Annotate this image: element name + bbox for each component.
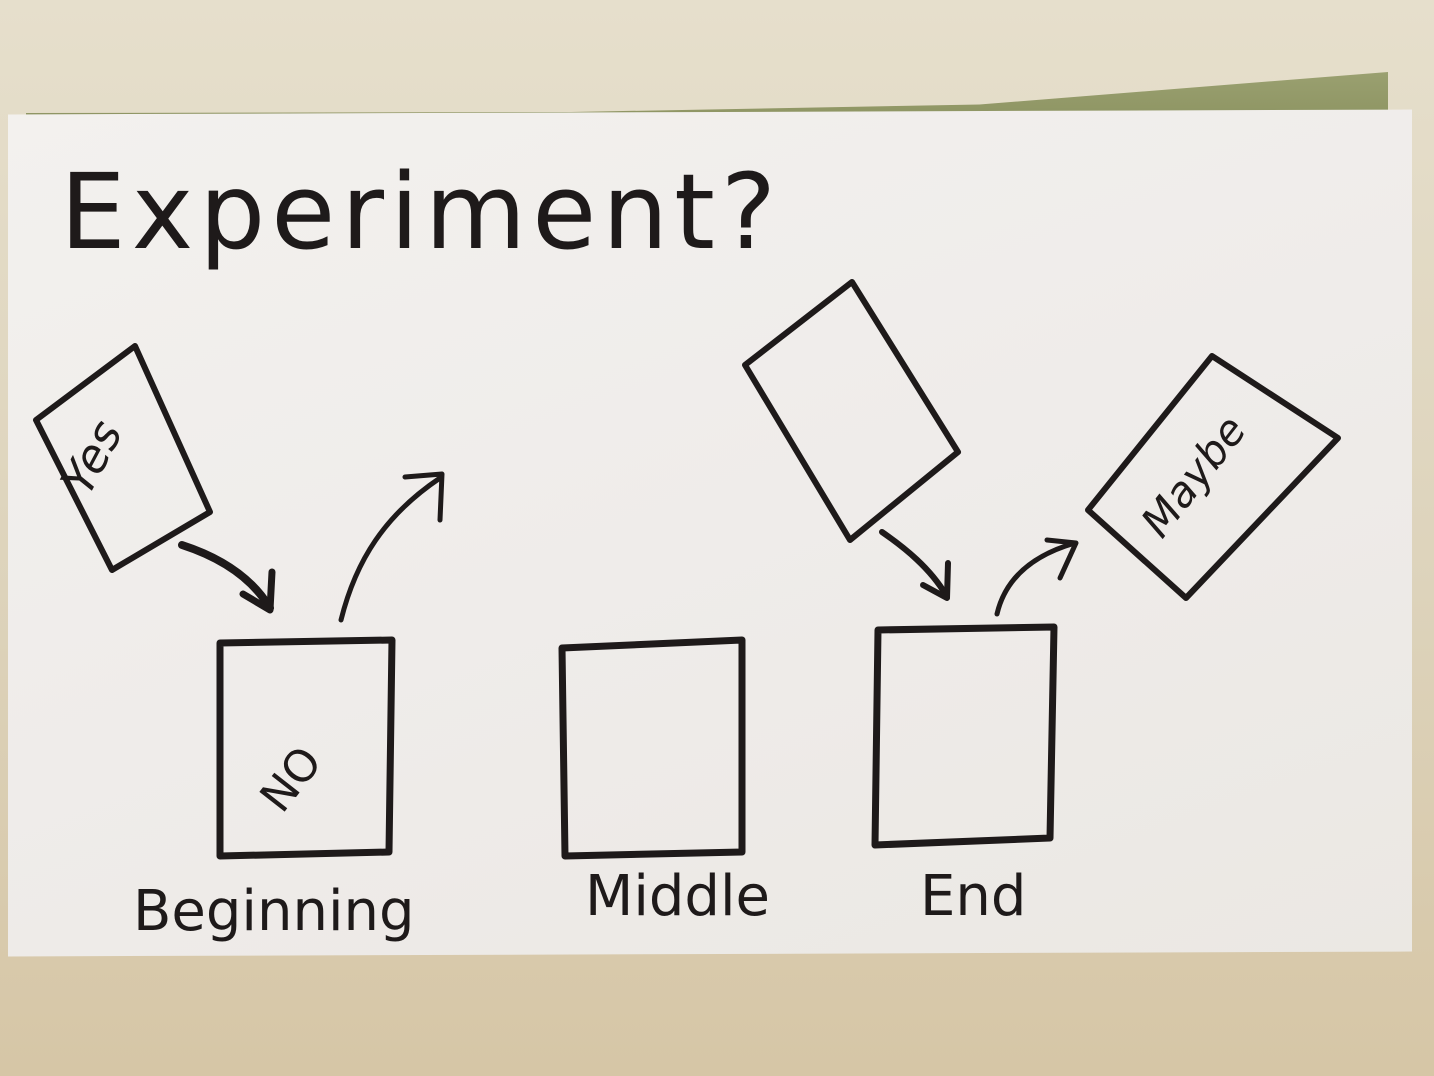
arrow-end-to-maybe bbox=[994, 537, 1079, 617]
title: Experiment? bbox=[60, 151, 782, 273]
card-maybe: Maybe bbox=[1085, 353, 1341, 601]
stage-middle: Middle bbox=[558, 636, 770, 929]
arrow-yes-to-beginning bbox=[178, 541, 276, 614]
card-yes-text: Yes bbox=[50, 411, 133, 503]
arrow-blank-to-end bbox=[879, 529, 951, 601]
stage-beginning-label: Beginning bbox=[133, 879, 415, 944]
stage-middle-label: Middle bbox=[585, 864, 770, 929]
stage-end-label: End bbox=[920, 864, 1026, 929]
card-blank bbox=[742, 279, 961, 543]
stage-beginning-box-text: NO bbox=[250, 737, 332, 822]
stage-beginning: NO Beginning bbox=[133, 636, 415, 944]
arrow-beginning-out bbox=[338, 471, 445, 623]
stage-end: End bbox=[871, 623, 1058, 929]
card-maybe-text: Maybe bbox=[1131, 406, 1255, 546]
card-yes: Yes bbox=[33, 343, 213, 573]
